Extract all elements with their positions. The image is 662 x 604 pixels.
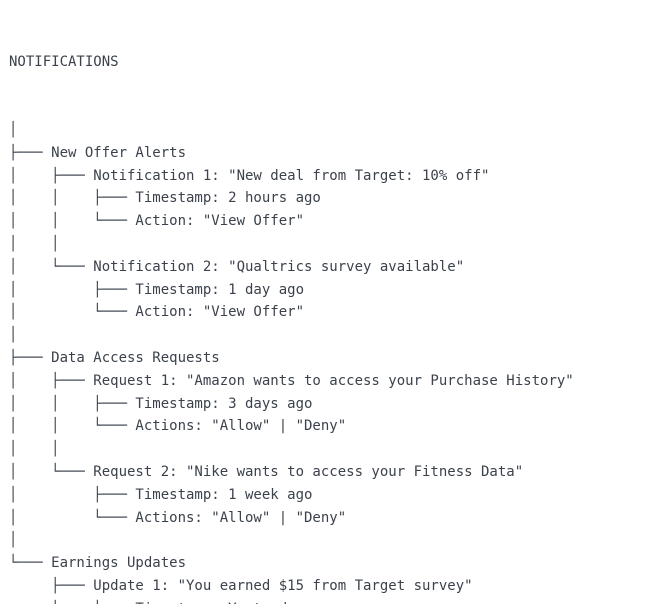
tree-detail: │ ├─── Timestamp: 1 day ago	[9, 281, 305, 298]
tree-connector: │ │	[9, 441, 60, 458]
tree-connector: │	[9, 121, 18, 138]
notifications-tree: NOTIFICATIONS │ ├─── New Offer Alerts │ ├─…	[9, 5, 658, 604]
tree-detail: │ └─── Actions: "Allow" | "Deny"	[9, 509, 347, 526]
tree-item: │ ├─── Notification 1: "New deal from Ta…	[9, 167, 490, 184]
tree-detail: │ └─── Timestamp: Yesterday	[9, 598, 658, 604]
tree-connector: │ │	[9, 235, 60, 252]
tree-detail: │ │ ├─── Timestamp: 3 days ago	[9, 395, 313, 412]
tree-connector: │	[9, 532, 18, 549]
tree-item: │ └─── Notification 2: "Qualtrics survey…	[9, 258, 465, 275]
tree-section: ├─── Data Access Requests	[9, 349, 220, 366]
tree-section: └─── Earnings Updates	[9, 555, 187, 572]
tree-detail: │ │ └─── Actions: "Allow" | "Deny"	[9, 418, 347, 435]
tree-item: │ ├─── Request 1: "Amazon wants to acces…	[9, 372, 574, 389]
tree-section: ├─── New Offer Alerts	[9, 144, 187, 161]
tree-detail: │ └─── Action: "View Offer"	[9, 304, 305, 321]
tree-detail: │ │ └─── Action: "View Offer"	[9, 213, 305, 230]
tree-detail: │ │ ├─── Timestamp: 2 hours ago	[9, 190, 321, 207]
tree-root-label: NOTIFICATIONS	[9, 53, 119, 70]
tree-item: ├─── Update 1: "You earned $15 from Targ…	[9, 577, 473, 594]
tree-item: │ └─── Request 2: "Nike wants to access …	[9, 463, 524, 480]
tree-connector: │	[9, 327, 18, 344]
tree-detail: │ ├─── Timestamp: 1 week ago	[9, 486, 313, 503]
